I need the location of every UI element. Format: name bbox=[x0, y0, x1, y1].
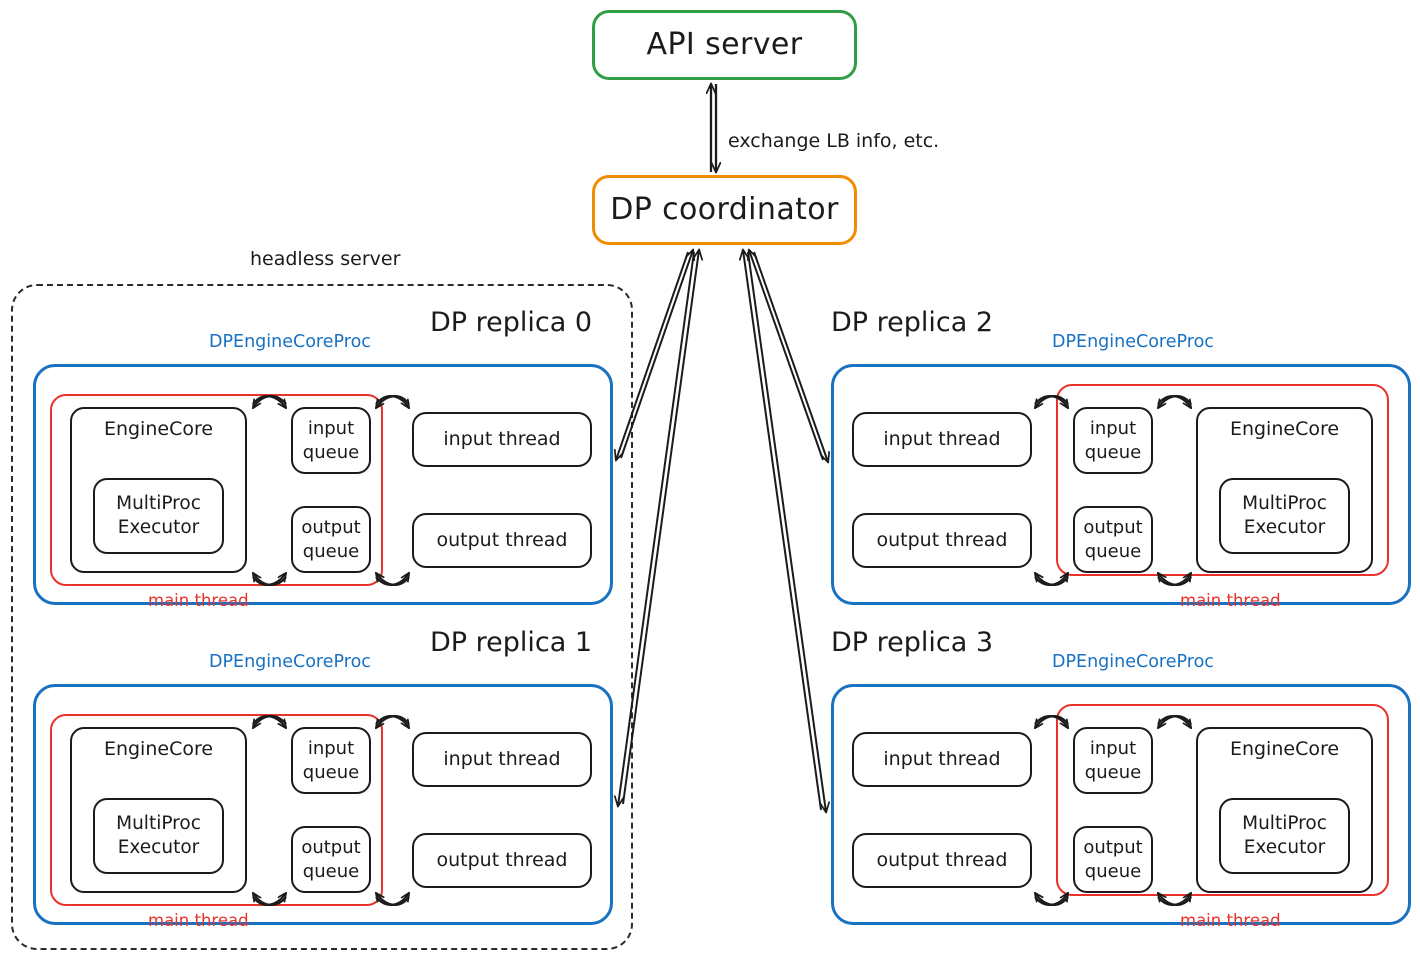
replica-0-proc-label: DPEngineCoreProc bbox=[209, 332, 371, 352]
replica-2-output-thread-label: output thread bbox=[876, 529, 1008, 552]
replica-1-main-thread-label: main thread bbox=[148, 911, 249, 930]
replica-2-main-thread-boundary bbox=[1056, 384, 1389, 576]
edge-label-exchange-lb-info: exchange LB info, etc. bbox=[728, 130, 940, 152]
replica-1-engine-core-label: EngineCore bbox=[103, 738, 214, 760]
replica-0-input-queue-label-line2: queue bbox=[302, 441, 360, 463]
replica-2-output-queue-label-line1: output bbox=[1083, 517, 1143, 539]
arrow-coordinator-replica-3 bbox=[743, 250, 826, 812]
replica-1-multiproc-executor-label-line2: Executor bbox=[117, 837, 200, 858]
replica-1-title: DP replica 1 bbox=[430, 627, 593, 658]
replica-2-main-thread-label: main thread bbox=[1180, 591, 1281, 610]
replica-1-main-thread-boundary bbox=[50, 714, 383, 906]
node-dp-coordinator[interactable]: DP coordinator bbox=[592, 175, 857, 245]
node-api-server[interactable]: API server bbox=[592, 10, 857, 80]
replica-3-output-queue-label-line2: queue bbox=[1084, 860, 1142, 882]
replica-2-input-queue[interactable]: input queue bbox=[1073, 407, 1153, 474]
node-dp-coordinator-label: DP coordinator bbox=[610, 192, 839, 228]
replica-0-title: DP replica 0 bbox=[430, 307, 593, 338]
replica-0-output-queue-label-line2: queue bbox=[302, 540, 360, 562]
replica-3-multiproc-executor[interactable]: MultiProc Executor bbox=[1219, 798, 1350, 874]
arrow-coordinator-replica-2 bbox=[749, 250, 828, 462]
replica-1-output-queue-label-line1: output bbox=[301, 837, 361, 859]
replica-0-input-thread-label: input thread bbox=[443, 428, 561, 451]
replica-3-input-queue[interactable]: input queue bbox=[1073, 727, 1153, 794]
replica-3-output-thread[interactable]: output thread bbox=[852, 833, 1032, 888]
replica-3-proc-boundary bbox=[831, 684, 1411, 925]
replica-0-input-thread[interactable]: input thread bbox=[412, 412, 592, 467]
replica-2-multiproc-executor-label-line1: MultiProc bbox=[1242, 492, 1327, 514]
replica-2-title: DP replica 2 bbox=[831, 307, 994, 338]
replica-3-output-thread-label: output thread bbox=[876, 849, 1008, 872]
replica-0-output-thread[interactable]: output thread bbox=[412, 513, 592, 568]
replica-0-engine-core-label: EngineCore bbox=[103, 418, 214, 440]
replica-2-multiproc-executor[interactable]: MultiProc Executor bbox=[1219, 478, 1350, 554]
replica-1-output-queue[interactable]: output queue bbox=[291, 826, 371, 893]
replica-2-multiproc-executor-label-line2: Executor bbox=[1243, 517, 1326, 538]
replica-0-proc-boundary bbox=[33, 364, 613, 605]
replica-2-output-queue-label-line2: queue bbox=[1084, 540, 1142, 562]
replica-2-output-queue[interactable]: output queue bbox=[1073, 506, 1153, 573]
replica-0-main-thread-label: main thread bbox=[148, 591, 249, 610]
replica-3-main-thread-boundary bbox=[1056, 704, 1389, 896]
replica-1-multiproc-executor-label-line1: MultiProc bbox=[116, 812, 201, 834]
replica-3-input-queue-label-line1: input bbox=[1089, 738, 1137, 760]
replica-1-proc-boundary bbox=[33, 684, 613, 925]
replica-2-input-thread[interactable]: input thread bbox=[852, 412, 1032, 467]
replica-1-output-queue-label-line2: queue bbox=[302, 860, 360, 882]
replica-1-proc-label: DPEngineCoreProc bbox=[209, 652, 371, 672]
replica-3-input-thread[interactable]: input thread bbox=[852, 732, 1032, 787]
replica-0-output-queue[interactable]: output queue bbox=[291, 506, 371, 573]
replica-0-input-queue[interactable]: input queue bbox=[291, 407, 371, 474]
replica-2-proc-label: DPEngineCoreProc bbox=[1052, 332, 1214, 352]
replica-3-input-queue-label-line2: queue bbox=[1084, 761, 1142, 783]
replica-3-main-thread-label: main thread bbox=[1180, 911, 1281, 930]
replica-2-proc-boundary bbox=[831, 364, 1411, 605]
replica-1-output-thread-label: output thread bbox=[436, 849, 568, 872]
headless-server-label: headless server bbox=[250, 248, 401, 270]
node-api-server-label: API server bbox=[646, 27, 803, 63]
replica-0-main-thread-boundary bbox=[50, 394, 383, 586]
replica-0-multiproc-executor-label-line2: Executor bbox=[117, 517, 200, 538]
replica-3-output-queue[interactable]: output queue bbox=[1073, 826, 1153, 893]
replica-3-engine-core-label: EngineCore bbox=[1229, 738, 1340, 760]
replica-0-multiproc-executor-label-line1: MultiProc bbox=[116, 492, 201, 514]
replica-2-output-thread[interactable]: output thread bbox=[852, 513, 1032, 568]
replica-3-title: DP replica 3 bbox=[831, 627, 994, 658]
replica-1-input-thread-label: input thread bbox=[443, 748, 561, 771]
replica-0-output-thread-label: output thread bbox=[436, 529, 568, 552]
replica-1-multiproc-executor[interactable]: MultiProc Executor bbox=[93, 798, 224, 874]
replica-3-input-thread-label: input thread bbox=[883, 748, 1001, 771]
replica-1-input-queue-label-line2: queue bbox=[302, 761, 360, 783]
replica-2-input-queue-label-line2: queue bbox=[1084, 441, 1142, 463]
replica-0-input-queue-label-line1: input bbox=[307, 418, 355, 440]
replica-2-input-thread-label: input thread bbox=[883, 428, 1001, 451]
replica-1-input-thread[interactable]: input thread bbox=[412, 732, 592, 787]
replica-3-proc-label: DPEngineCoreProc bbox=[1052, 652, 1214, 672]
replica-1-input-queue-label-line1: input bbox=[307, 738, 355, 760]
replica-2-input-queue-label-line1: input bbox=[1089, 418, 1137, 440]
replica-3-multiproc-executor-label-line2: Executor bbox=[1243, 837, 1326, 858]
replica-2-engine-core-label: EngineCore bbox=[1229, 418, 1340, 440]
replica-1-output-thread[interactable]: output thread bbox=[412, 833, 592, 888]
replica-3-multiproc-executor-label-line1: MultiProc bbox=[1242, 812, 1327, 834]
replica-0-multiproc-executor[interactable]: MultiProc Executor bbox=[93, 478, 224, 554]
replica-3-output-queue-label-line1: output bbox=[1083, 837, 1143, 859]
replica-0-output-queue-label-line1: output bbox=[301, 517, 361, 539]
arrow-api-coordinator bbox=[711, 84, 716, 172]
replica-1-input-queue[interactable]: input queue bbox=[291, 727, 371, 794]
